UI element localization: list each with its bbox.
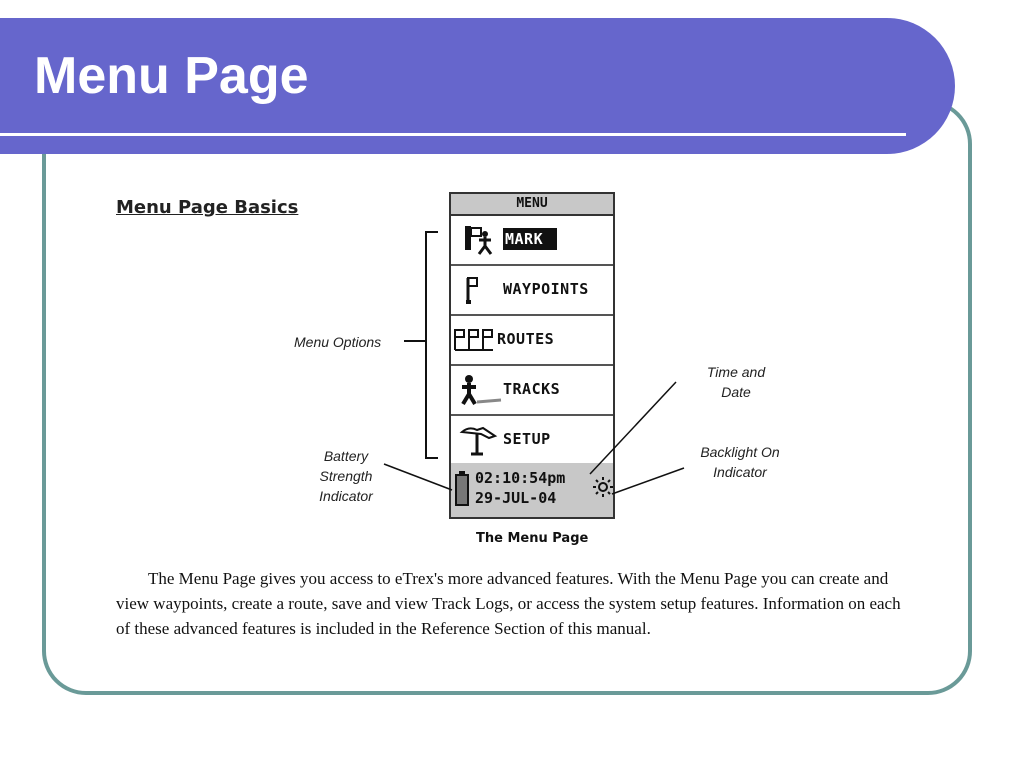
backlight-icon: [593, 477, 613, 497]
device-menu-screen: MENU MARK WAYPOINTS ROUTES: [449, 192, 615, 519]
battery-leader: [383, 463, 453, 491]
backlight-leader: [611, 467, 685, 495]
body-paragraph: The Menu Page gives you access to eTrex'…: [116, 569, 901, 638]
callout-backlight: Backlight On Indicator: [680, 442, 800, 482]
time-date-leader: [589, 381, 677, 475]
callout-menu-options: Menu Options: [294, 334, 382, 350]
callout-time-date: Time and Date: [686, 362, 786, 402]
callout-line: Date: [721, 384, 751, 400]
menu-item-waypoints[interactable]: WAYPOINTS: [451, 266, 613, 316]
status-date: 29-JUL-04: [475, 489, 557, 507]
waypoint-flag-icon: [466, 277, 478, 304]
device-menu-header: MENU: [451, 194, 613, 216]
tracks-icon: [461, 375, 502, 406]
routes-icon: [454, 329, 493, 351]
menu-item-label: TRACKS: [503, 380, 561, 398]
status-time: 02:10:54pm: [475, 469, 566, 487]
mark-icon: [465, 226, 493, 255]
callout-line: Time and: [706, 364, 766, 380]
callout-line: Indicator: [713, 464, 767, 480]
callout-line: Strength: [319, 468, 373, 484]
menu-item-routes[interactable]: ROUTES: [451, 316, 613, 366]
title-bar: [0, 18, 955, 154]
menu-item-label: ROUTES: [497, 330, 555, 348]
menu-item-label: WAYPOINTS: [503, 280, 589, 298]
setup-icon: [459, 426, 498, 456]
menu-options-bracket: [425, 231, 438, 459]
menu-item-label: MARK: [503, 228, 558, 250]
callout-line: Indicator: [319, 488, 373, 504]
slide-title: Menu Page: [34, 47, 309, 105]
menu-item-mark[interactable]: MARK: [451, 216, 613, 266]
status-bar: 02:10:54pm 29-JUL-04: [451, 463, 613, 517]
menu-item-setup[interactable]: SETUP: [451, 416, 613, 466]
callout-battery: Battery Strength Indicator: [296, 446, 396, 506]
menu-item-label: SETUP: [503, 430, 551, 448]
menu-item-tracks[interactable]: TRACKS: [451, 366, 613, 416]
title-underline: [0, 133, 906, 136]
section-heading: Menu Page Basics: [116, 197, 299, 218]
callout-line: Backlight On: [700, 444, 780, 460]
callout-line: Battery: [323, 448, 369, 464]
battery-icon: [455, 471, 469, 506]
figure-caption: The Menu Page: [476, 531, 589, 546]
